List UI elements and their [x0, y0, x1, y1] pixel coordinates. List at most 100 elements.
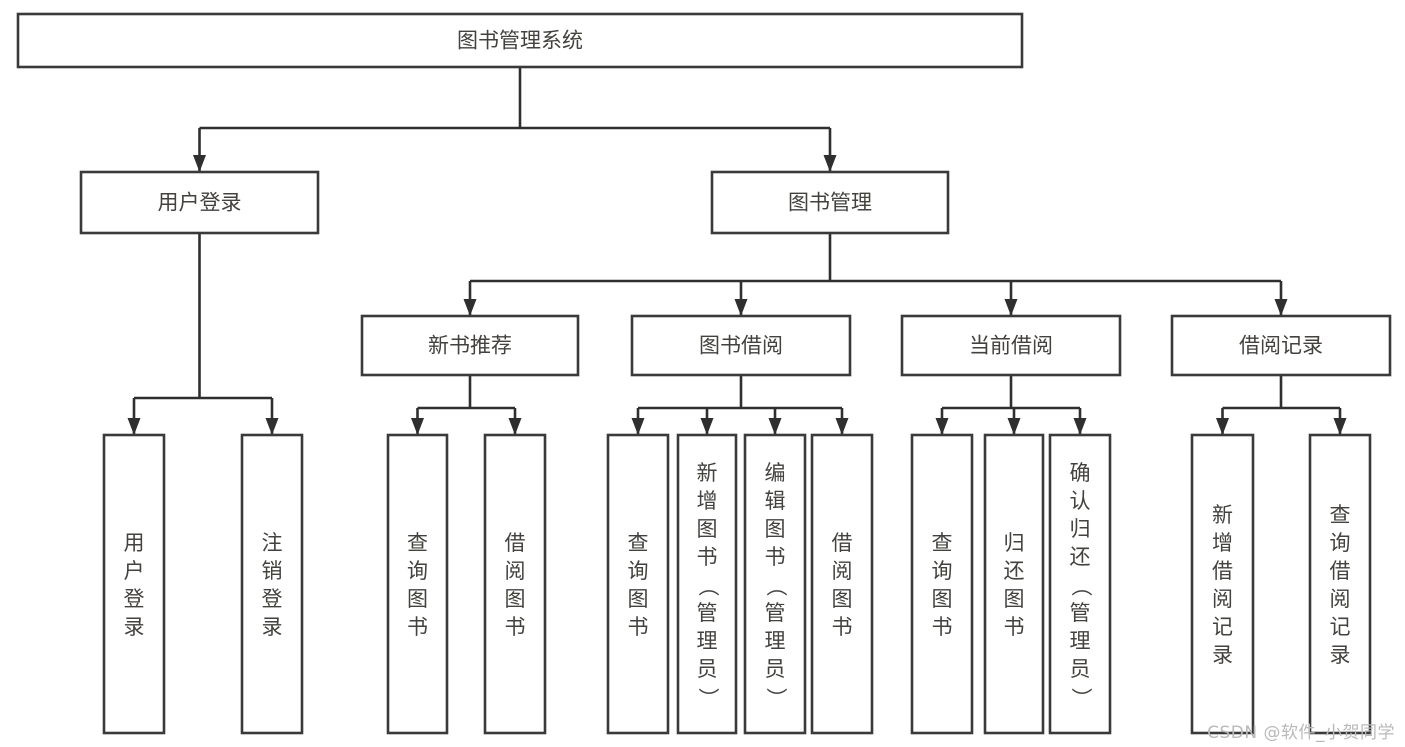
node-label-leaf-query-book-rec: 询 — [407, 559, 428, 583]
node-label-leaf-add-book: 新 — [697, 461, 718, 485]
node-label-leaf-query-record: 记 — [1330, 615, 1351, 639]
node-label-leaf-borrow-book-rec: 书 — [505, 615, 526, 639]
node-box-leaf-query-book-current — [910, 433, 974, 735]
node-label-leaf-user-login: 用 — [124, 531, 145, 555]
node-label-leaf-query-record: 询 — [1330, 531, 1351, 555]
node-label-leaf-user-login: 户 — [124, 559, 145, 583]
node-label-leaf-logout: 录 — [262, 615, 283, 639]
node-label-leaf-edit-book: 管 — [765, 601, 786, 625]
node-label-current-borrow: 当前借阅 — [969, 334, 1053, 358]
node-label-leaf-query-book-rec: 查 — [407, 531, 428, 555]
arrow-head-icon — [265, 418, 279, 435]
node-box-leaf-edit-book — [743, 433, 807, 735]
node-box-new-book-recommend — [360, 314, 580, 377]
node-label-leaf-borrow-book: 借 — [832, 531, 853, 555]
node-box-leaf-borrow-book — [810, 433, 874, 735]
node-label-leaf-logout: 注 — [262, 531, 283, 555]
node-label-leaf-query-book-borrow: 图 — [628, 587, 649, 611]
node-label-leaf-edit-book: 辑 — [765, 489, 786, 513]
node-label-leaf-edit-book: ） — [764, 688, 788, 709]
arrow-head-icon — [631, 418, 645, 435]
node-box-book-manage — [710, 170, 950, 235]
node-book-borrow[interactable]: 图书借阅 — [630, 314, 852, 377]
node-label-leaf-return-book: 图 — [1004, 587, 1025, 611]
node-label-leaf-edit-book: 图 — [765, 517, 786, 541]
node-box-leaf-add-book — [676, 433, 738, 735]
arrow-head-icon — [768, 418, 782, 435]
arrow-head-icon — [1004, 299, 1018, 316]
node-label-leaf-add-book: 员 — [697, 657, 718, 681]
node-label-leaf-logout: 登 — [262, 587, 283, 611]
arrow-head-icon — [193, 155, 206, 172]
nodes-layer: 图书管理系统用户登录图书管理新书推荐图书借阅当前借阅借阅记录用户登录注销登录查询… — [16, 12, 1392, 735]
connectors-layer — [127, 67, 1347, 435]
arrow-head-icon — [1216, 418, 1229, 435]
node-label-leaf-confirm-return: 认 — [1070, 489, 1091, 513]
node-label-leaf-confirm-return: 还 — [1070, 545, 1091, 569]
node-box-leaf-query-record — [1308, 433, 1372, 735]
node-label-book-borrow: 图书借阅 — [699, 334, 783, 358]
node-label-leaf-query-book-current: 书 — [932, 615, 953, 639]
node-label-leaf-add-record: 阅 — [1212, 587, 1233, 611]
node-label-leaf-confirm-return: 管 — [1070, 601, 1091, 625]
node-label-leaf-query-record: 借 — [1330, 559, 1351, 583]
arrow-head-icon — [463, 299, 477, 316]
node-borrow-record[interactable]: 借阅记录 — [1170, 314, 1392, 377]
arrow-head-icon — [835, 418, 849, 435]
node-label-book-manage: 图书管理 — [788, 191, 872, 215]
node-label-leaf-user-login: 登 — [124, 587, 145, 611]
node-book-manage[interactable]: 图书管理 — [710, 170, 950, 235]
arrow-head-icon — [1007, 418, 1021, 435]
node-user-login[interactable]: 用户登录 — [79, 170, 320, 235]
node-box-leaf-return-book — [983, 433, 1045, 735]
node-label-leaf-confirm-return: ） — [1069, 688, 1093, 709]
node-root[interactable]: 图书管理系统 — [16, 12, 1024, 69]
node-label-borrow-record: 借阅记录 — [1239, 334, 1323, 358]
node-label-leaf-logout: 销 — [262, 559, 283, 583]
node-box-leaf-query-book-borrow — [606, 433, 670, 735]
node-label-leaf-add-record: 录 — [1212, 643, 1233, 667]
node-current-borrow[interactable]: 当前借阅 — [900, 314, 1122, 377]
node-label-leaf-edit-book: 编 — [765, 461, 786, 485]
node-label-leaf-query-book-borrow: 询 — [628, 559, 649, 583]
node-box-leaf-add-record — [1190, 433, 1255, 735]
node-leaf-user-login[interactable]: 用户登录 — [102, 433, 166, 735]
node-label-leaf-add-book: 增 — [697, 489, 718, 513]
node-label-leaf-edit-book: 书 — [765, 545, 786, 569]
node-box-user-login — [79, 170, 320, 235]
node-label-leaf-borrow-book-rec: 图 — [505, 587, 526, 611]
node-label-leaf-edit-book: 员 — [765, 657, 786, 681]
node-label-leaf-query-book-borrow: 书 — [628, 615, 649, 639]
node-label-leaf-add-book: 理 — [697, 629, 718, 653]
node-label-leaf-add-record: 记 — [1212, 615, 1233, 639]
node-label-leaf-add-record: 增 — [1212, 531, 1233, 555]
node-label-leaf-query-book-current: 询 — [932, 559, 953, 583]
node-new-book-recommend[interactable]: 新书推荐 — [360, 314, 580, 377]
arrow-head-icon — [734, 299, 748, 316]
node-label-leaf-borrow-book-rec: 借 — [505, 531, 526, 555]
node-label-leaf-borrow-book: 阅 — [832, 559, 853, 583]
node-box-root — [16, 12, 1024, 69]
node-label-leaf-query-record: 阅 — [1330, 587, 1351, 611]
node-label-leaf-user-login: 录 — [124, 615, 145, 639]
node-box-leaf-query-book-rec — [386, 433, 449, 735]
node-label-leaf-query-book-current: 图 — [932, 587, 953, 611]
node-label-leaf-add-book: （ — [696, 576, 720, 597]
arrow-head-icon — [411, 418, 424, 435]
node-label-leaf-query-record: 录 — [1330, 643, 1351, 667]
node-box-leaf-borrow-book-rec — [483, 433, 547, 735]
